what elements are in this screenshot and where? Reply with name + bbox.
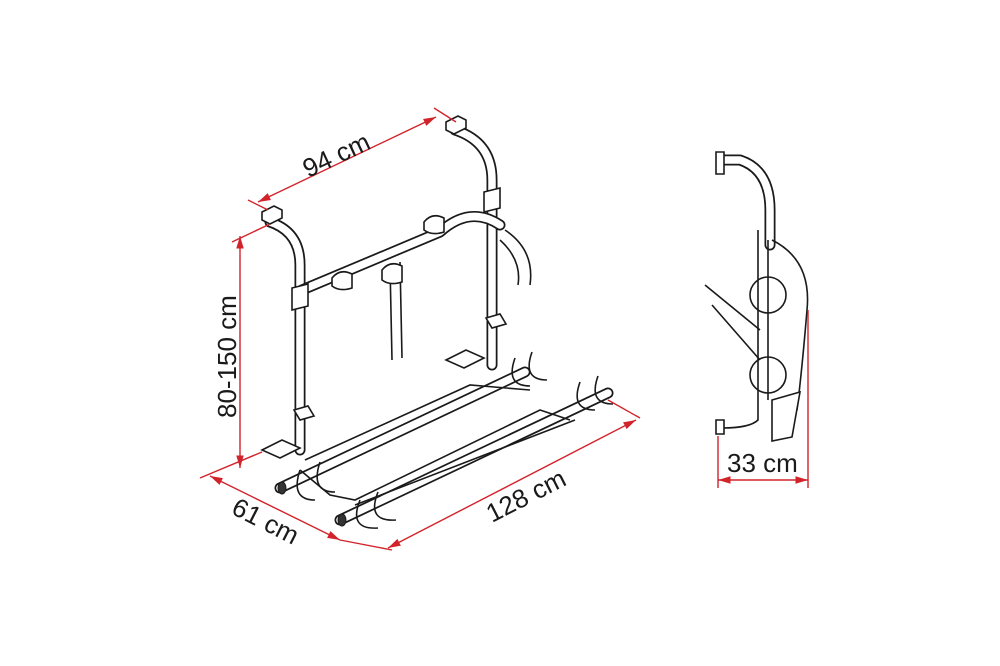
rack-side-view	[704, 151, 809, 442]
dim-rail-length-label: 128 cm	[481, 463, 571, 528]
rack-front-view	[260, 115, 614, 529]
dimension-lines	[199, 107, 809, 551]
dim-width-top-label: 94 cm	[298, 126, 375, 183]
dim-height-label: 80-150 cm	[212, 295, 242, 418]
dim-depth-label: 61 cm	[227, 492, 304, 551]
dim-side-depth-label: 33 cm	[727, 448, 798, 478]
